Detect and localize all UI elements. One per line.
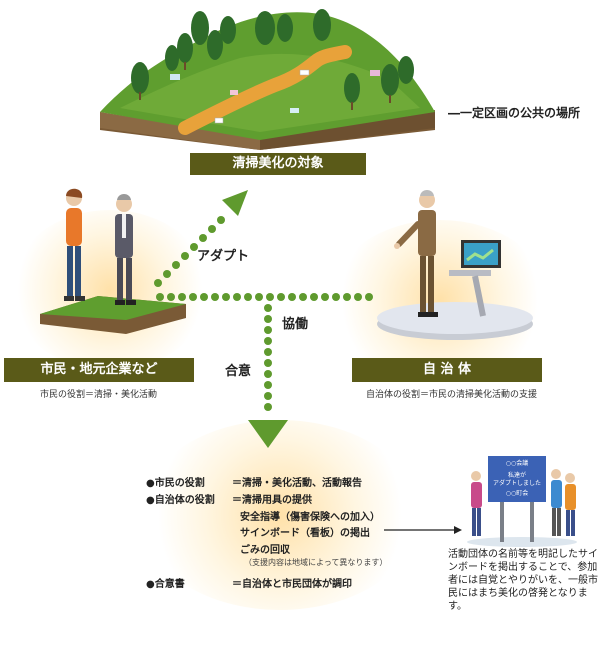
government-label-text: 自 治 体 — [423, 362, 471, 377]
agreement-key: ●合意書 — [146, 575, 185, 590]
government-illustration — [375, 184, 535, 344]
citizen-role-key: ●市民の役割 — [146, 474, 205, 489]
government-label: 自 治 体 — [352, 358, 542, 382]
agreement-val: ＝自治体と市民団体が調印 — [232, 575, 352, 590]
signboard-note: 活動団体の名前等を明記したサインボードを掲出することで、参加者には自覚とやりがい… — [448, 548, 598, 613]
kyodo-label: 協働 — [282, 313, 308, 332]
citizens-label: 市民・地元企業など — [4, 358, 194, 382]
gov-role-val3: サインボード（看板）の掲出 — [240, 524, 370, 539]
citizens-illustration — [38, 186, 188, 336]
goi-label: 合意 — [225, 360, 251, 379]
signboard-line4: ○○町会 — [488, 488, 546, 497]
citizen-role-val: ＝清掃・美化活動、活動報告 — [232, 474, 362, 489]
citizens-role: 市民の役割＝清掃・美化活動 — [40, 387, 157, 400]
gov-role-val1: ＝清掃用具の提供 — [232, 491, 312, 506]
gov-role-note: （支援内容は地域によって異なります） — [244, 557, 387, 568]
gov-role-val2: 安全指導（傷害保険への加入） — [240, 508, 380, 523]
government-role: 自治体の役割＝市民の清掃美化活動の支援 — [366, 387, 537, 400]
signboard-line1: ○○会議 — [488, 458, 546, 467]
adapt-label: アダプト — [197, 245, 249, 264]
signboard-connector — [384, 524, 464, 536]
gov-role-val4: ごみの回収 — [240, 541, 290, 556]
gov-role-key: ●自治体の役割 — [146, 491, 215, 506]
citizens-label-text: 市民・地元企業など — [40, 362, 157, 377]
signboard-line3: アダプトしました — [488, 478, 546, 487]
